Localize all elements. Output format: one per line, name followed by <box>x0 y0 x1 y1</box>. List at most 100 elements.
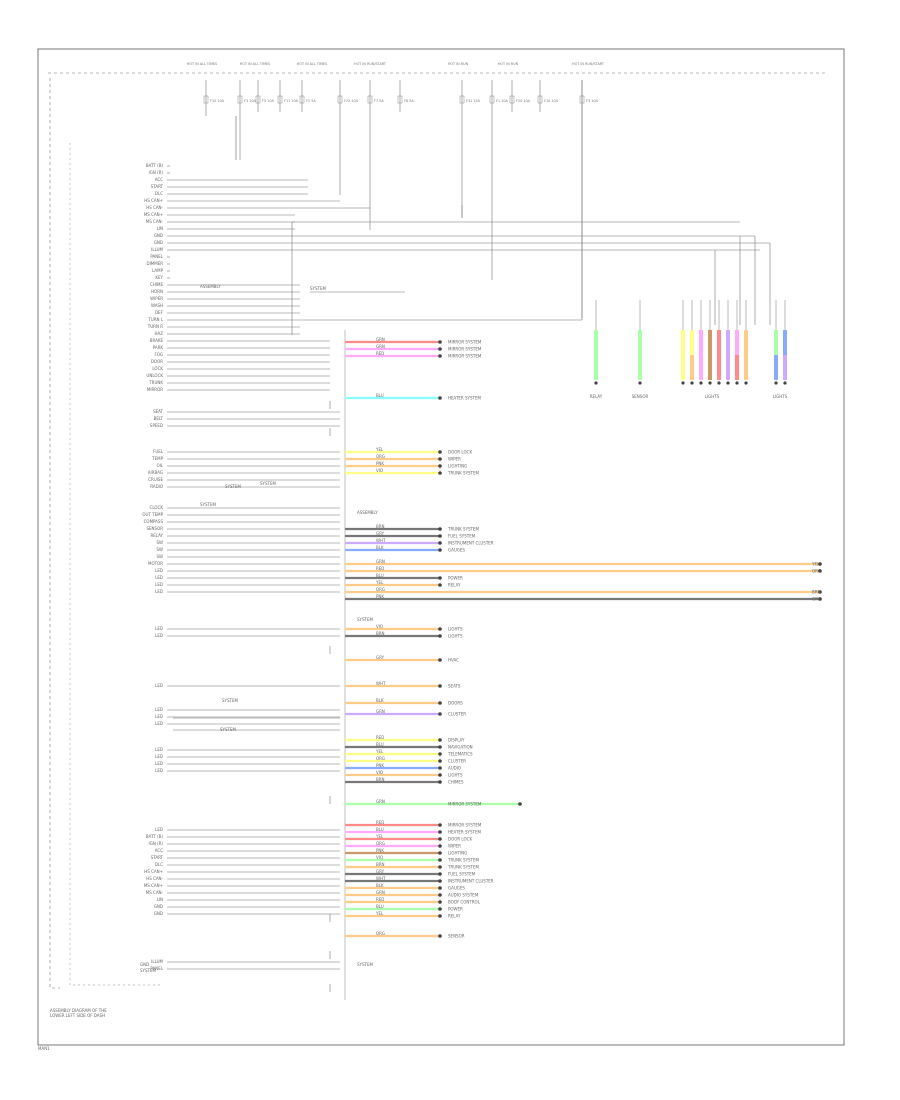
wire-color-label: BRN <box>376 777 385 782</box>
right-column-wire <box>726 355 730 380</box>
fuse-label: F5 10A <box>262 99 274 103</box>
wire-color-label: YEL <box>375 834 384 839</box>
right-system-label: CLUSTER <box>448 712 466 717</box>
fuse-label: F10 10A <box>544 99 559 103</box>
right-column-wire <box>594 330 598 355</box>
wire-color-label: GRY <box>812 597 821 602</box>
right-column-wire <box>708 355 712 380</box>
center-note: SYSTEM <box>200 502 216 507</box>
left-pin-label: SEAT <box>153 409 163 414</box>
terminal-dot <box>438 858 442 862</box>
terminal-dot <box>638 381 642 385</box>
wire-color-label: GRN <box>376 344 385 349</box>
right-system-label: FUEL SYSTEM <box>448 534 476 539</box>
terminal-dot <box>438 844 442 848</box>
left-pin-label: LED <box>155 827 163 832</box>
right-column-wire <box>638 355 642 380</box>
terminal-dot <box>818 590 822 594</box>
left-pin-label: LED <box>155 721 163 726</box>
wire-color-label: BLK <box>376 545 384 550</box>
center-note: SYSTEM <box>357 962 373 967</box>
left-pin-label: BELT <box>154 416 164 421</box>
terminal-dot <box>438 766 442 770</box>
left-pin-label: HS CAN- <box>146 205 163 210</box>
terminal-dot <box>438 634 442 638</box>
left-pin-label: LAMP <box>152 268 164 273</box>
right-column-wire <box>681 330 685 355</box>
terminal-dot <box>735 381 739 385</box>
terminal-dot <box>438 738 442 742</box>
wire-color-label: WHT <box>376 681 386 686</box>
left-pin-label: GND <box>154 911 163 916</box>
terminal-dot <box>438 464 442 468</box>
right-system-label: LIGHTS <box>773 394 788 399</box>
left-pin-label: DEF <box>155 310 164 315</box>
left-pin-label: TURN R <box>147 324 163 329</box>
left-pin-label: LED <box>155 589 163 594</box>
left-pin-label: LED <box>155 768 163 773</box>
header-label: HOT IN ALL TIMES <box>187 62 217 66</box>
wire-color-label: BLU <box>376 904 384 909</box>
fuse-label: F3 10A <box>586 99 598 103</box>
wire-color-label: GRY <box>376 531 385 536</box>
terminal-dot <box>438 934 442 938</box>
right-column-wire <box>690 355 694 380</box>
wire-color-label: BRN <box>376 631 385 636</box>
left-pin-label: LED <box>155 568 163 573</box>
left-pin-label: LED <box>155 707 163 712</box>
header-label: HOT IN RUN/START <box>572 62 605 66</box>
center-note: SYSTEM <box>225 484 241 489</box>
terminal-dot <box>690 381 694 385</box>
right-system-label: INSTRUMENT CLUSTER <box>448 541 494 546</box>
left-pin-label: HS CAN- <box>146 876 163 881</box>
right-system-label: MIRROR SYSTEM <box>448 340 482 345</box>
wire-color-label: PNK <box>376 848 384 853</box>
left-pin-label: CLOCK <box>150 505 164 510</box>
wire-color-label: PNK <box>376 594 384 599</box>
wire-color-label: VIO <box>376 624 383 629</box>
right-column-wire <box>717 355 721 380</box>
wire-color-label: WHT <box>376 876 386 881</box>
right-column-wire <box>717 330 721 355</box>
right-system-label: WIPER <box>448 844 461 849</box>
terminal-dot <box>438 450 442 454</box>
right-system-label: LIGHTS <box>448 634 463 639</box>
right-system-label: DOOR LOCK <box>448 837 472 842</box>
wire-color-label: BRN <box>812 590 821 595</box>
right-system-label: MIRROR SYSTEM <box>448 802 482 807</box>
terminal-dot <box>438 576 442 580</box>
wire-color-label: BLU <box>376 573 384 578</box>
wire-color-label: ORG <box>376 756 385 761</box>
right-system-label: RELAY <box>590 394 603 399</box>
center-note: SYSTEM <box>222 698 238 703</box>
left-pin-label: CHIME <box>150 282 163 287</box>
left-pin-label: HS CAN+ <box>144 198 163 203</box>
terminal-dot <box>438 914 442 918</box>
wire-color-label: BLU <box>376 827 384 832</box>
wire-color-label: GRN <box>376 799 385 804</box>
left-pin-label: HAZ <box>155 331 164 336</box>
left-pin-label: LED <box>155 582 163 587</box>
right-system-label: WIPER <box>448 457 461 462</box>
left-pin-label: PARK <box>153 345 164 350</box>
right-column-wire <box>726 330 730 355</box>
fuse-symbol <box>203 95 209 104</box>
left-pin-label: HORN <box>151 289 163 294</box>
wire-color-label: GRN <box>376 559 385 564</box>
center-note: SYSTEM <box>357 617 373 622</box>
wire-color-label: RED <box>376 351 384 356</box>
fuse-symbol <box>277 95 283 104</box>
center-note: SYSTEM <box>260 481 276 486</box>
right-system-label: HVAC <box>448 658 459 663</box>
fuse-label: F2 5A <box>306 99 316 103</box>
wire-color-label: BLK <box>376 883 384 888</box>
wire-color-label: YEL <box>375 580 384 585</box>
left-pin-label: PANEL <box>150 966 163 971</box>
left-pin-label: SPEED <box>150 423 163 428</box>
wire-color-label: YEL <box>375 749 384 754</box>
terminal-dot <box>438 879 442 883</box>
right-system-label: MIRROR SYSTEM <box>448 354 482 359</box>
left-pin-label: SW <box>157 547 164 552</box>
wire-color-label: GRN <box>376 337 385 342</box>
center-note: SYSTEM <box>310 286 326 291</box>
